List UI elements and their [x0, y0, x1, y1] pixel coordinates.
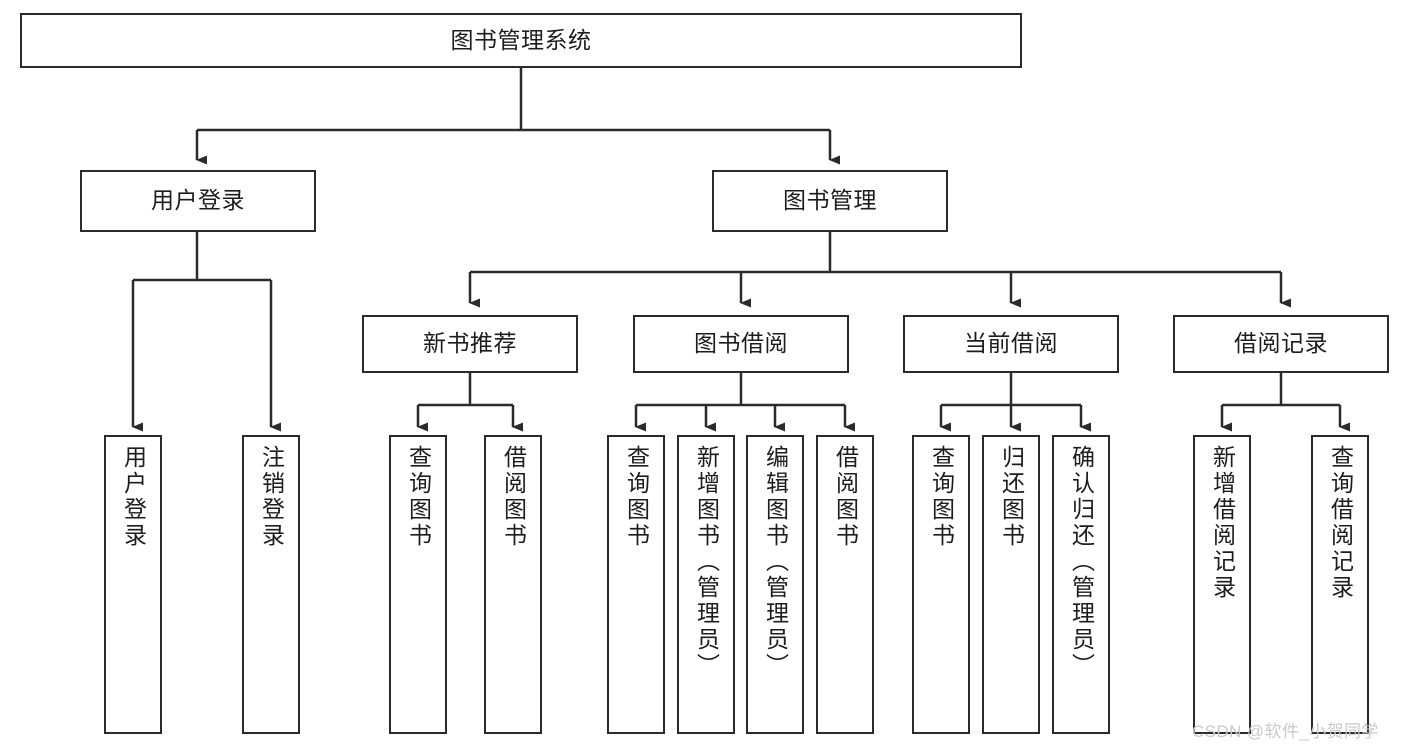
- node-label: 当前借阅: [964, 330, 1058, 357]
- node-label: 查询图书: [928, 445, 955, 549]
- node-current-borrow[interactable]: 当前借阅: [903, 315, 1119, 373]
- node-label: 图书借阅: [694, 330, 788, 357]
- node-leaf-borrow-lend[interactable]: 借阅图书: [816, 435, 874, 734]
- node-label: 图书管理系统: [450, 26, 592, 53]
- node-leaf-current-query[interactable]: 查询图书: [912, 435, 970, 734]
- node-label: 确认归还（管理员）: [1068, 445, 1095, 679]
- node-label: 新书推荐: [423, 330, 517, 357]
- node-leaf-borrow-edit[interactable]: 编辑图书（管理员）: [746, 435, 804, 734]
- node-leaf-newbook-query[interactable]: 查询图书: [389, 435, 447, 734]
- node-leaf-current-confirm-return[interactable]: 确认归还（管理员）: [1052, 435, 1110, 734]
- node-label: 借阅图书: [500, 445, 527, 549]
- node-leaf-borrow-add[interactable]: 新增图书（管理员）: [677, 435, 735, 734]
- node-label: 查询图书: [405, 445, 432, 549]
- node-leaf-record-query[interactable]: 查询借阅记录: [1311, 435, 1369, 734]
- node-label: 注销登录: [258, 445, 285, 549]
- node-leaf-user-login-logout[interactable]: 注销登录: [242, 435, 300, 734]
- node-label: 新增借阅记录: [1209, 445, 1236, 601]
- node-book-management[interactable]: 图书管理: [712, 170, 948, 232]
- node-leaf-newbook-borrow[interactable]: 借阅图书: [484, 435, 542, 734]
- node-label: 编辑图书（管理员）: [762, 445, 789, 679]
- node-label: 图书管理: [783, 187, 877, 214]
- node-new-book-recommend[interactable]: 新书推荐: [362, 315, 578, 373]
- node-leaf-current-return[interactable]: 归还图书: [982, 435, 1040, 734]
- node-label: 归还图书: [998, 445, 1025, 549]
- node-leaf-record-add[interactable]: 新增借阅记录: [1193, 435, 1251, 734]
- node-leaf-user-login-login[interactable]: 用户登录: [104, 435, 162, 734]
- node-label: 借阅记录: [1234, 330, 1328, 357]
- node-label: 用户登录: [120, 445, 147, 549]
- node-user-login[interactable]: 用户登录: [80, 170, 316, 232]
- node-borrow-record[interactable]: 借阅记录: [1173, 315, 1389, 373]
- node-root-system[interactable]: 图书管理系统: [20, 13, 1022, 68]
- node-label: 查询图书: [623, 445, 650, 549]
- node-book-borrow[interactable]: 图书借阅: [633, 315, 849, 373]
- node-label: 借阅图书: [832, 445, 859, 549]
- node-label: 新增图书（管理员）: [693, 445, 720, 679]
- node-label: 用户登录: [151, 187, 245, 214]
- node-leaf-borrow-query[interactable]: 查询图书: [607, 435, 665, 734]
- node-label: 查询借阅记录: [1327, 445, 1354, 601]
